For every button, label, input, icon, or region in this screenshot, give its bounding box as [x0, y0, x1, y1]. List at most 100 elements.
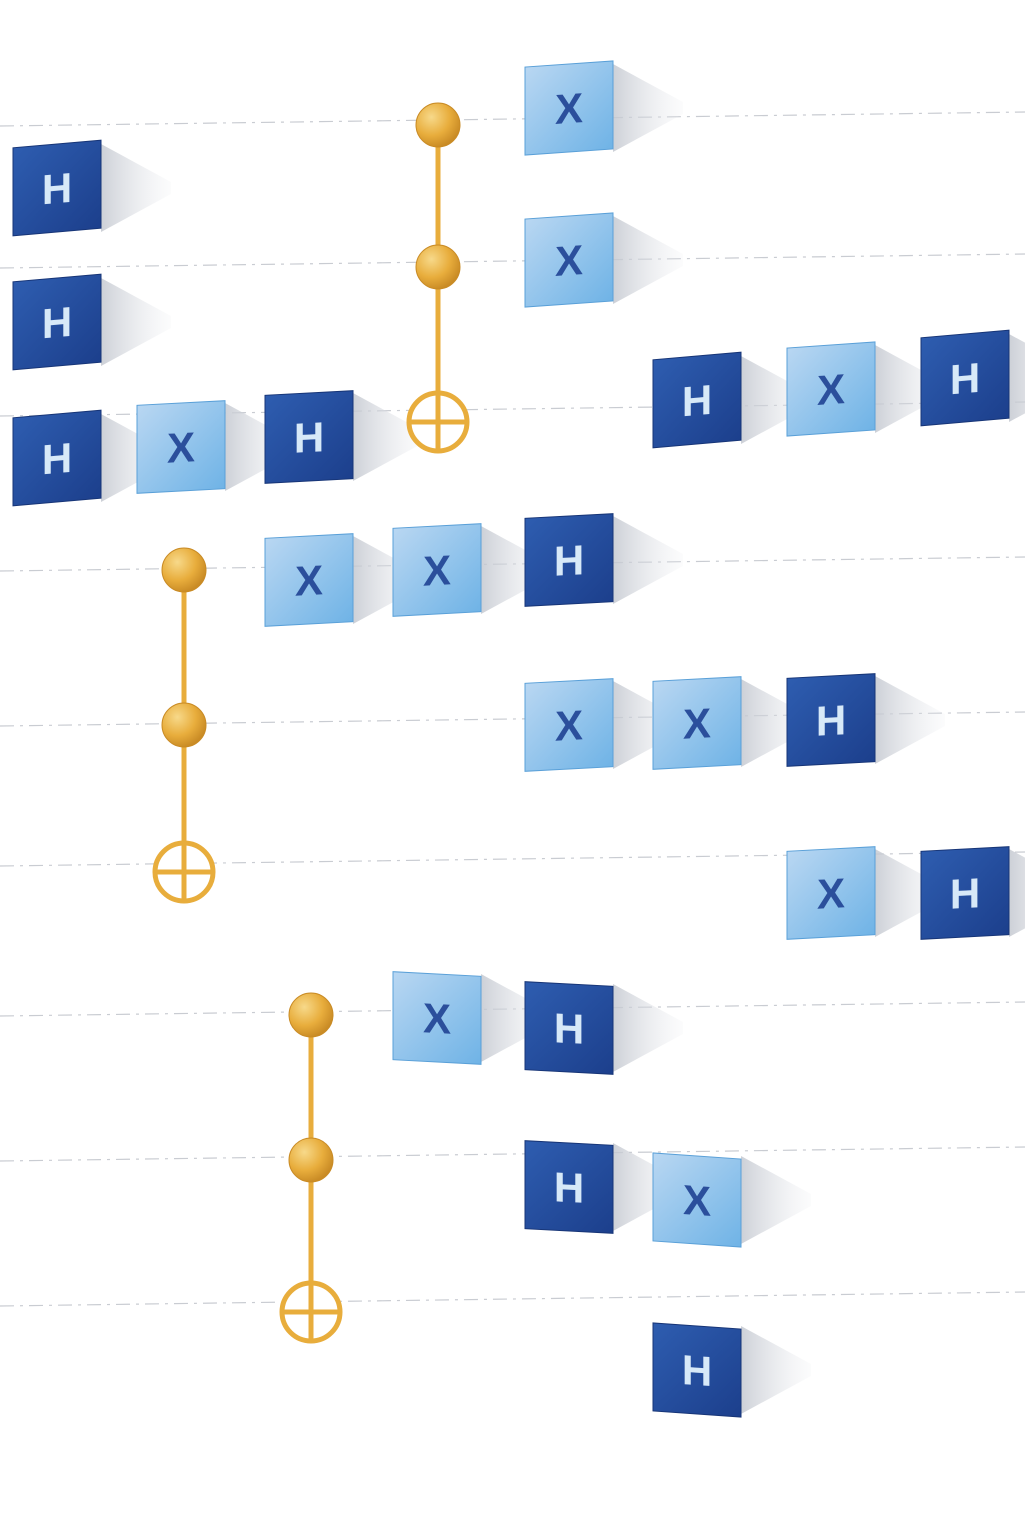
gate-label: X [817, 365, 845, 414]
gate-label: H [42, 434, 72, 484]
gate-shadow [875, 849, 945, 937]
wire-q8 [0, 1146, 1025, 1162]
gates-layer: H H H X H X X H X H X X H X X H X H X H H X H [12, 60, 1025, 1418]
pauli-x-gate: X [136, 400, 295, 494]
gate-shadow [225, 403, 295, 491]
pauli-x-gate: X [524, 212, 683, 308]
wire-q2 [0, 253, 1025, 269]
hadamard-gate: H [12, 273, 171, 371]
wire-q4 [0, 556, 1025, 572]
gate-label: H [42, 298, 72, 348]
gate-face [12, 409, 102, 507]
gate-label: H [816, 696, 846, 745]
gate-shadow [353, 393, 423, 481]
gate-shadow [101, 144, 171, 232]
pauli-x-gate: X [524, 678, 683, 772]
hadamard-gate: H [12, 139, 171, 237]
gate-label: H [294, 413, 324, 462]
gate-shadow [875, 345, 945, 433]
gate-face [392, 971, 482, 1065]
gate-label: X [555, 84, 583, 133]
toffoli-gate [152, 547, 216, 904]
pauli-x-gate: X [524, 60, 683, 156]
gate-face [136, 400, 226, 494]
gate-face [652, 351, 742, 449]
gate-shadow [741, 1156, 811, 1244]
gate-face [524, 678, 614, 772]
gate-shadow [613, 984, 683, 1072]
pauli-x-gate: X [652, 1152, 811, 1248]
gate-face [652, 1322, 742, 1418]
gate-label: H [682, 376, 712, 426]
wire-q7 [0, 1001, 1025, 1017]
gate-face [12, 139, 102, 237]
pauli-x-gate: X [392, 523, 551, 617]
control-dot [161, 547, 207, 593]
gate-label: X [423, 546, 451, 594]
gate-shadow [101, 414, 171, 502]
toffoli-gate [406, 102, 470, 454]
hadamard-gate: H [264, 390, 423, 484]
hadamard-gate: H [786, 673, 945, 767]
gate-shadow [875, 676, 945, 764]
toffoli-gate [279, 992, 343, 1344]
gate-face [392, 523, 482, 617]
hadamard-gate: H [12, 409, 171, 507]
pauli-x-gate: X [264, 533, 423, 627]
hadamard-gate: H [524, 1140, 683, 1234]
gate-label: X [555, 236, 583, 285]
gate-face [652, 676, 742, 770]
control-dot [415, 102, 461, 148]
pauli-x-gate: X [652, 676, 811, 770]
gate-face [264, 533, 354, 627]
gate-face [524, 60, 614, 156]
gate-face [652, 1152, 742, 1248]
gate-shadow [101, 278, 171, 366]
gate-label: H [682, 1346, 712, 1395]
gate-label: H [950, 869, 980, 918]
gate-label: X [167, 423, 195, 471]
gate-label: H [950, 354, 980, 404]
gate-shadow [741, 356, 811, 444]
gate-label: X [817, 869, 845, 917]
gate-label: X [423, 994, 451, 1042]
gate-face [920, 329, 1010, 427]
gate-face [12, 273, 102, 371]
gate-label: H [554, 1163, 584, 1212]
gate-face [524, 212, 614, 308]
gate-shadow [1009, 334, 1025, 422]
gate-label: H [42, 164, 72, 214]
gate-face [264, 390, 354, 484]
gate-label: H [554, 1004, 584, 1053]
gate-shadow [613, 216, 683, 304]
gate-shadow [613, 1143, 683, 1231]
wire-q9 [0, 1291, 1025, 1307]
control-dot [288, 992, 334, 1038]
hadamard-gate: H [652, 1322, 811, 1418]
gate-shadow [1009, 849, 1025, 937]
control-dot [161, 702, 207, 748]
gate-label: X [555, 701, 583, 749]
hadamard-gate: H [920, 846, 1025, 940]
gate-label: H [554, 536, 584, 585]
gate-label: X [683, 699, 711, 747]
pauli-x-gate: X [392, 971, 551, 1065]
control-dot [288, 1137, 334, 1183]
gate-label: X [295, 556, 323, 604]
gate-shadow [741, 679, 811, 767]
gate-face [524, 981, 614, 1075]
gate-shadow [741, 1326, 811, 1414]
hadamard-gate: H [524, 981, 683, 1075]
gate-face [786, 341, 876, 437]
hadamard-gate: H [524, 513, 683, 607]
hadamard-gate: H [652, 351, 811, 449]
control-dot [415, 244, 461, 290]
pauli-x-gate: X [786, 341, 945, 437]
gate-face [524, 1140, 614, 1234]
gate-shadow [481, 526, 551, 614]
wire-q1 [0, 111, 1025, 127]
gate-shadow [613, 516, 683, 604]
gate-shadow [353, 536, 423, 624]
gate-face [786, 846, 876, 940]
